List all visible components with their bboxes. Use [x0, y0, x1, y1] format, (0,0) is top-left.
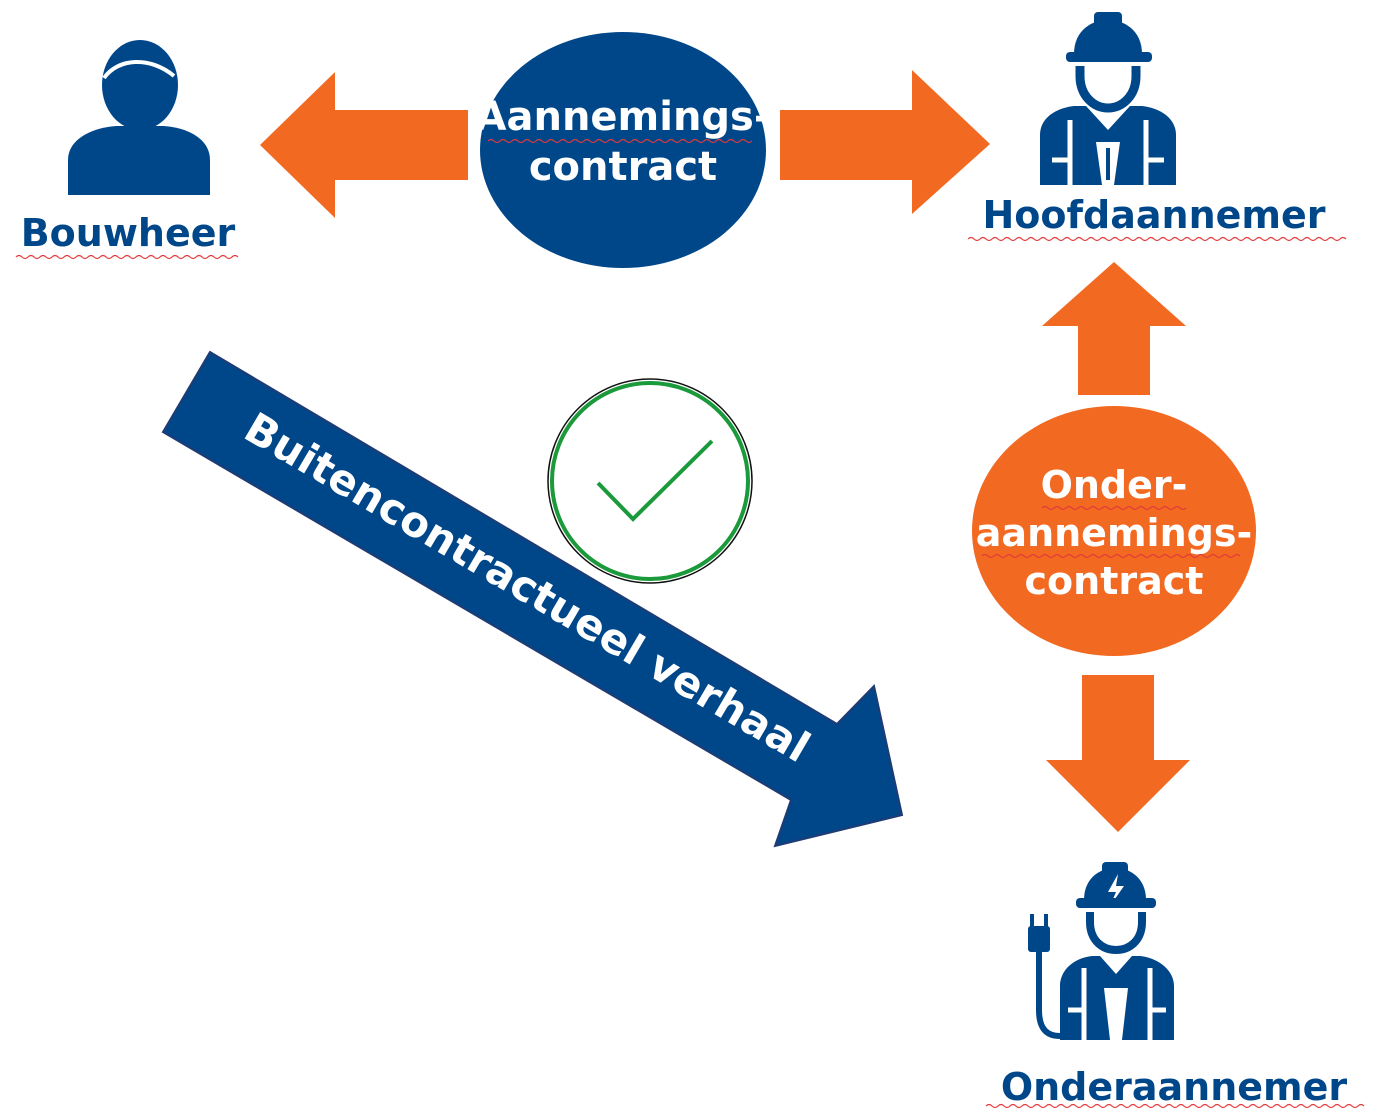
diagonal-arrow-buitencontractueel: [161, 350, 904, 848]
main-contract-circle: [480, 32, 766, 268]
person-icon: [68, 40, 210, 195]
onderaannemer-label: Onderaannemer: [1001, 1065, 1348, 1109]
sub-contract-line3: contract: [1025, 559, 1204, 603]
spellcheck-underline: [15, 254, 239, 260]
arrow-down-to-onderaannemer: [1046, 675, 1190, 832]
main-contract-line2: contract: [529, 144, 717, 190]
spellcheck-underline: [1041, 505, 1187, 511]
arrow-left-to-bouwheer: [260, 72, 468, 218]
hoofdaannemer-label: Hoofdaannemer: [982, 193, 1325, 237]
spellcheck-underline: [985, 1103, 1365, 1109]
bouwheer-label: Bouwheer: [21, 211, 236, 255]
diagonal-arrow-label: Buitencontractueel verhaal: [236, 403, 818, 772]
electrician-worker-icon: [1028, 862, 1174, 1040]
spellcheck-underline: [487, 138, 753, 144]
sub-contract-line2: aannemings-: [976, 511, 1252, 555]
arrow-up-to-hoofdaannemer: [1042, 262, 1186, 395]
sub-contract-circle: [972, 406, 1256, 656]
arrow-right-to-hoofdaannemer: [780, 70, 990, 214]
spellcheck-underline: [981, 553, 1241, 559]
main-contract-line1: Aannemings-: [476, 94, 771, 140]
checkmark-icon: [547, 378, 753, 584]
spellcheck-underline: [967, 236, 1347, 242]
construction-worker-icon: [1040, 12, 1176, 185]
sub-contract-line1: Onder-: [1041, 463, 1188, 507]
